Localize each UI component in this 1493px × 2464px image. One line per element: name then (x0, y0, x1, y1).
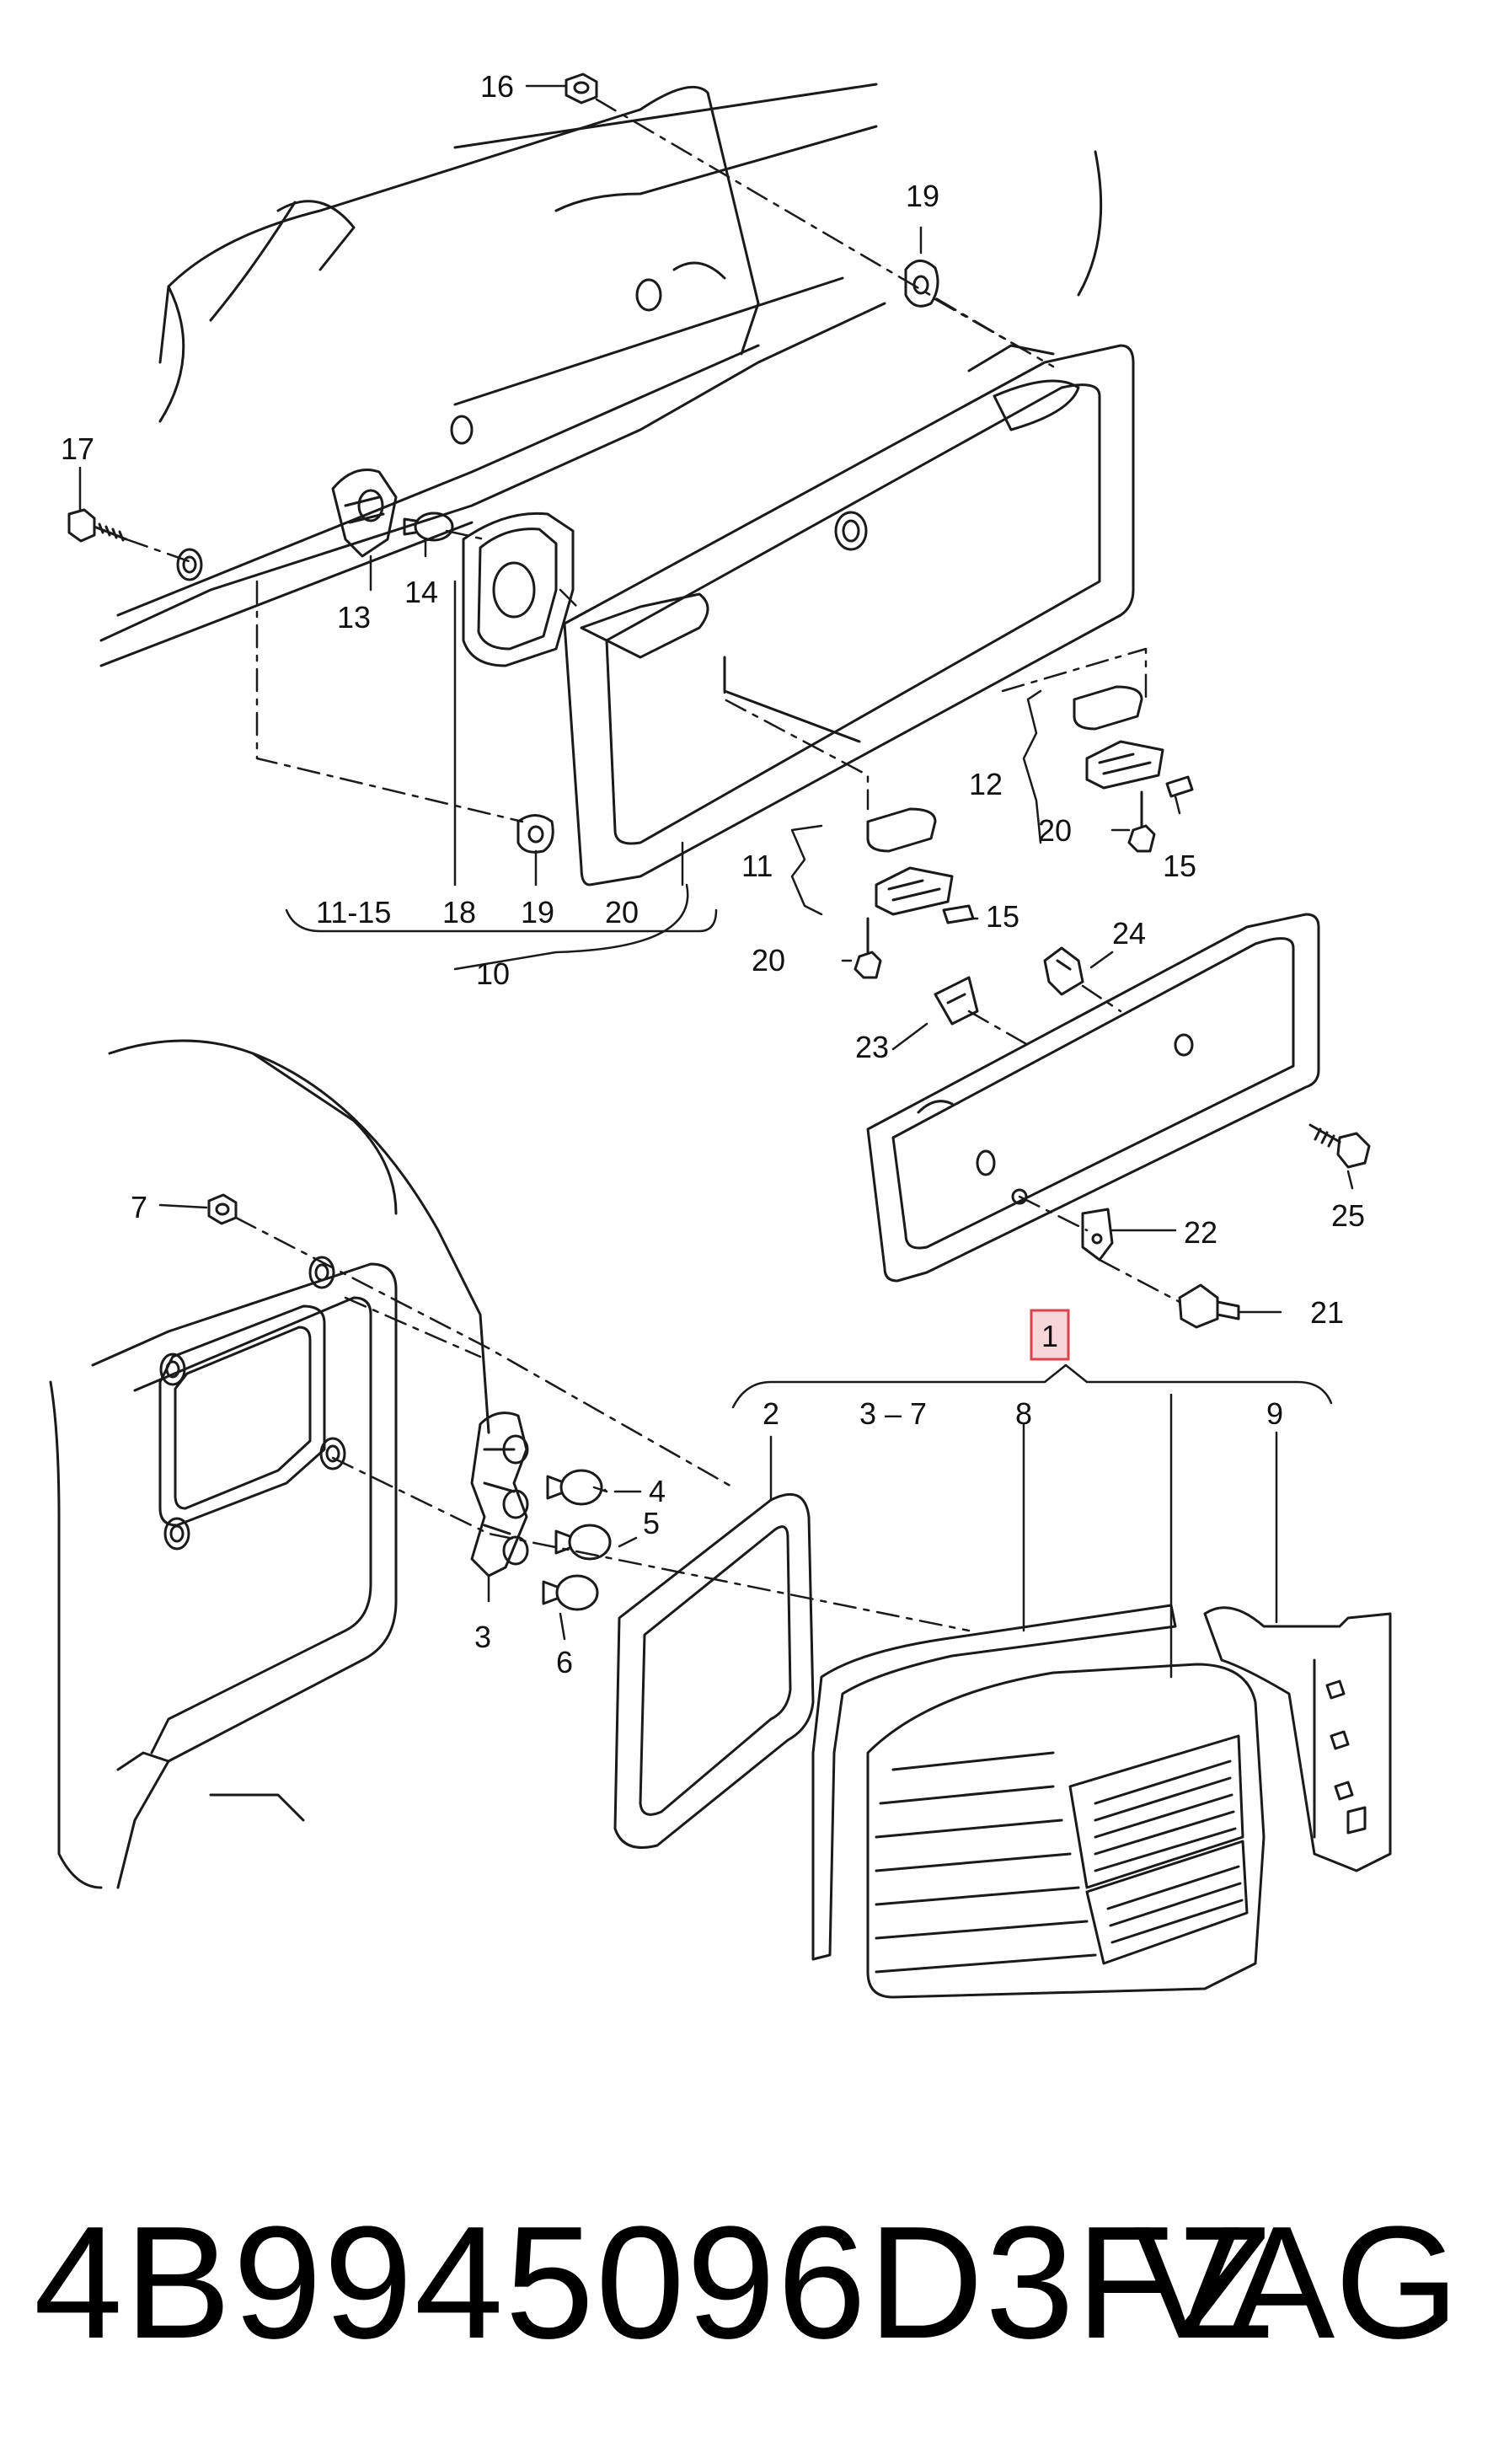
bulb-holder-13 (331, 469, 398, 558)
callout-13: 13 (337, 600, 371, 635)
callout-19-top: 19 (906, 179, 939, 213)
callout-17: 17 (61, 431, 94, 466)
tail-lamp (866, 1663, 1266, 1999)
callout-3-7: 3 – 7 (859, 1396, 927, 1431)
callout-24: 24 (1112, 916, 1146, 951)
callout-2: 2 (763, 1396, 779, 1431)
callout-4: 4 (649, 1474, 666, 1508)
callout-16: 16 (480, 69, 514, 104)
callout-15-b: 15 (1163, 849, 1196, 883)
clip-22 (1081, 1208, 1114, 1261)
grommet-19-lower (516, 814, 554, 854)
bulb-5 (554, 1524, 612, 1561)
callout-8: 8 (1015, 1396, 1032, 1431)
lamp-12 (1073, 685, 1194, 798)
callout-11: 11 (741, 849, 773, 883)
license-plate-lower (866, 913, 1320, 1283)
callout-19-lower: 19 (521, 895, 554, 929)
bracket-9 (1203, 1606, 1392, 1872)
nut-7 (207, 1193, 238, 1225)
callout-22: 22 (1184, 1215, 1217, 1250)
callout-21: 21 (1310, 1295, 1344, 1330)
quarter-panel (49, 1039, 490, 1889)
bulb-carrier-3 (470, 1411, 529, 1577)
screw-20-b (854, 917, 882, 979)
callout-9: 9 (1266, 1396, 1283, 1431)
bolt-24 (1043, 946, 1084, 996)
callout-7: 7 (131, 1190, 147, 1224)
seal-18 (462, 512, 575, 667)
callout-1-highlight (1030, 1309, 1070, 1361)
callout-20-c: 20 (1038, 813, 1072, 848)
brand-name: VAG (1132, 2193, 1459, 2372)
callout-18: 18 (442, 895, 476, 929)
leader-lines (78, 84, 1354, 1679)
callout-12: 12 (969, 767, 1003, 801)
nut-16 (565, 72, 598, 104)
seal-8 (811, 1604, 1177, 1961)
callout-5: 5 (643, 1506, 660, 1540)
screw-20-c (1127, 790, 1156, 853)
bulb-14 (403, 512, 454, 542)
screw-17 (67, 508, 128, 543)
bulb-6 (542, 1574, 599, 1611)
tailgate-panel (99, 83, 1103, 667)
callout-6: 6 (556, 1645, 573, 1679)
screw-25 (1308, 1123, 1371, 1169)
relation-lines (125, 98, 1181, 1632)
callout-10: 10 (476, 956, 510, 991)
callout-23: 23 (855, 1030, 889, 1064)
bulb-4 (546, 1469, 603, 1506)
part-number: 4B9945096D3FZ (34, 2193, 1276, 2372)
callout-14: 14 (404, 575, 438, 609)
callout-15-a: 15 (986, 899, 1019, 934)
clip-23 (934, 976, 979, 1026)
callout-20-a: 20 (605, 895, 639, 929)
callout-25: 25 (1331, 1198, 1365, 1233)
callout-11-15: 11-15 (316, 895, 391, 929)
license-plate-frame (563, 344, 1135, 887)
callout-1: 1 (1041, 1319, 1058, 1353)
callout-labels: 16 19 17 13 14 11-15 18 19 20 10 11 15 2… (61, 69, 1365, 1679)
gasket-2 (613, 1492, 815, 1849)
plug-21 (1178, 1283, 1240, 1329)
lamp-11 (866, 807, 975, 924)
callout-20-b: 20 (752, 943, 785, 978)
callout-3: 3 (474, 1620, 491, 1654)
